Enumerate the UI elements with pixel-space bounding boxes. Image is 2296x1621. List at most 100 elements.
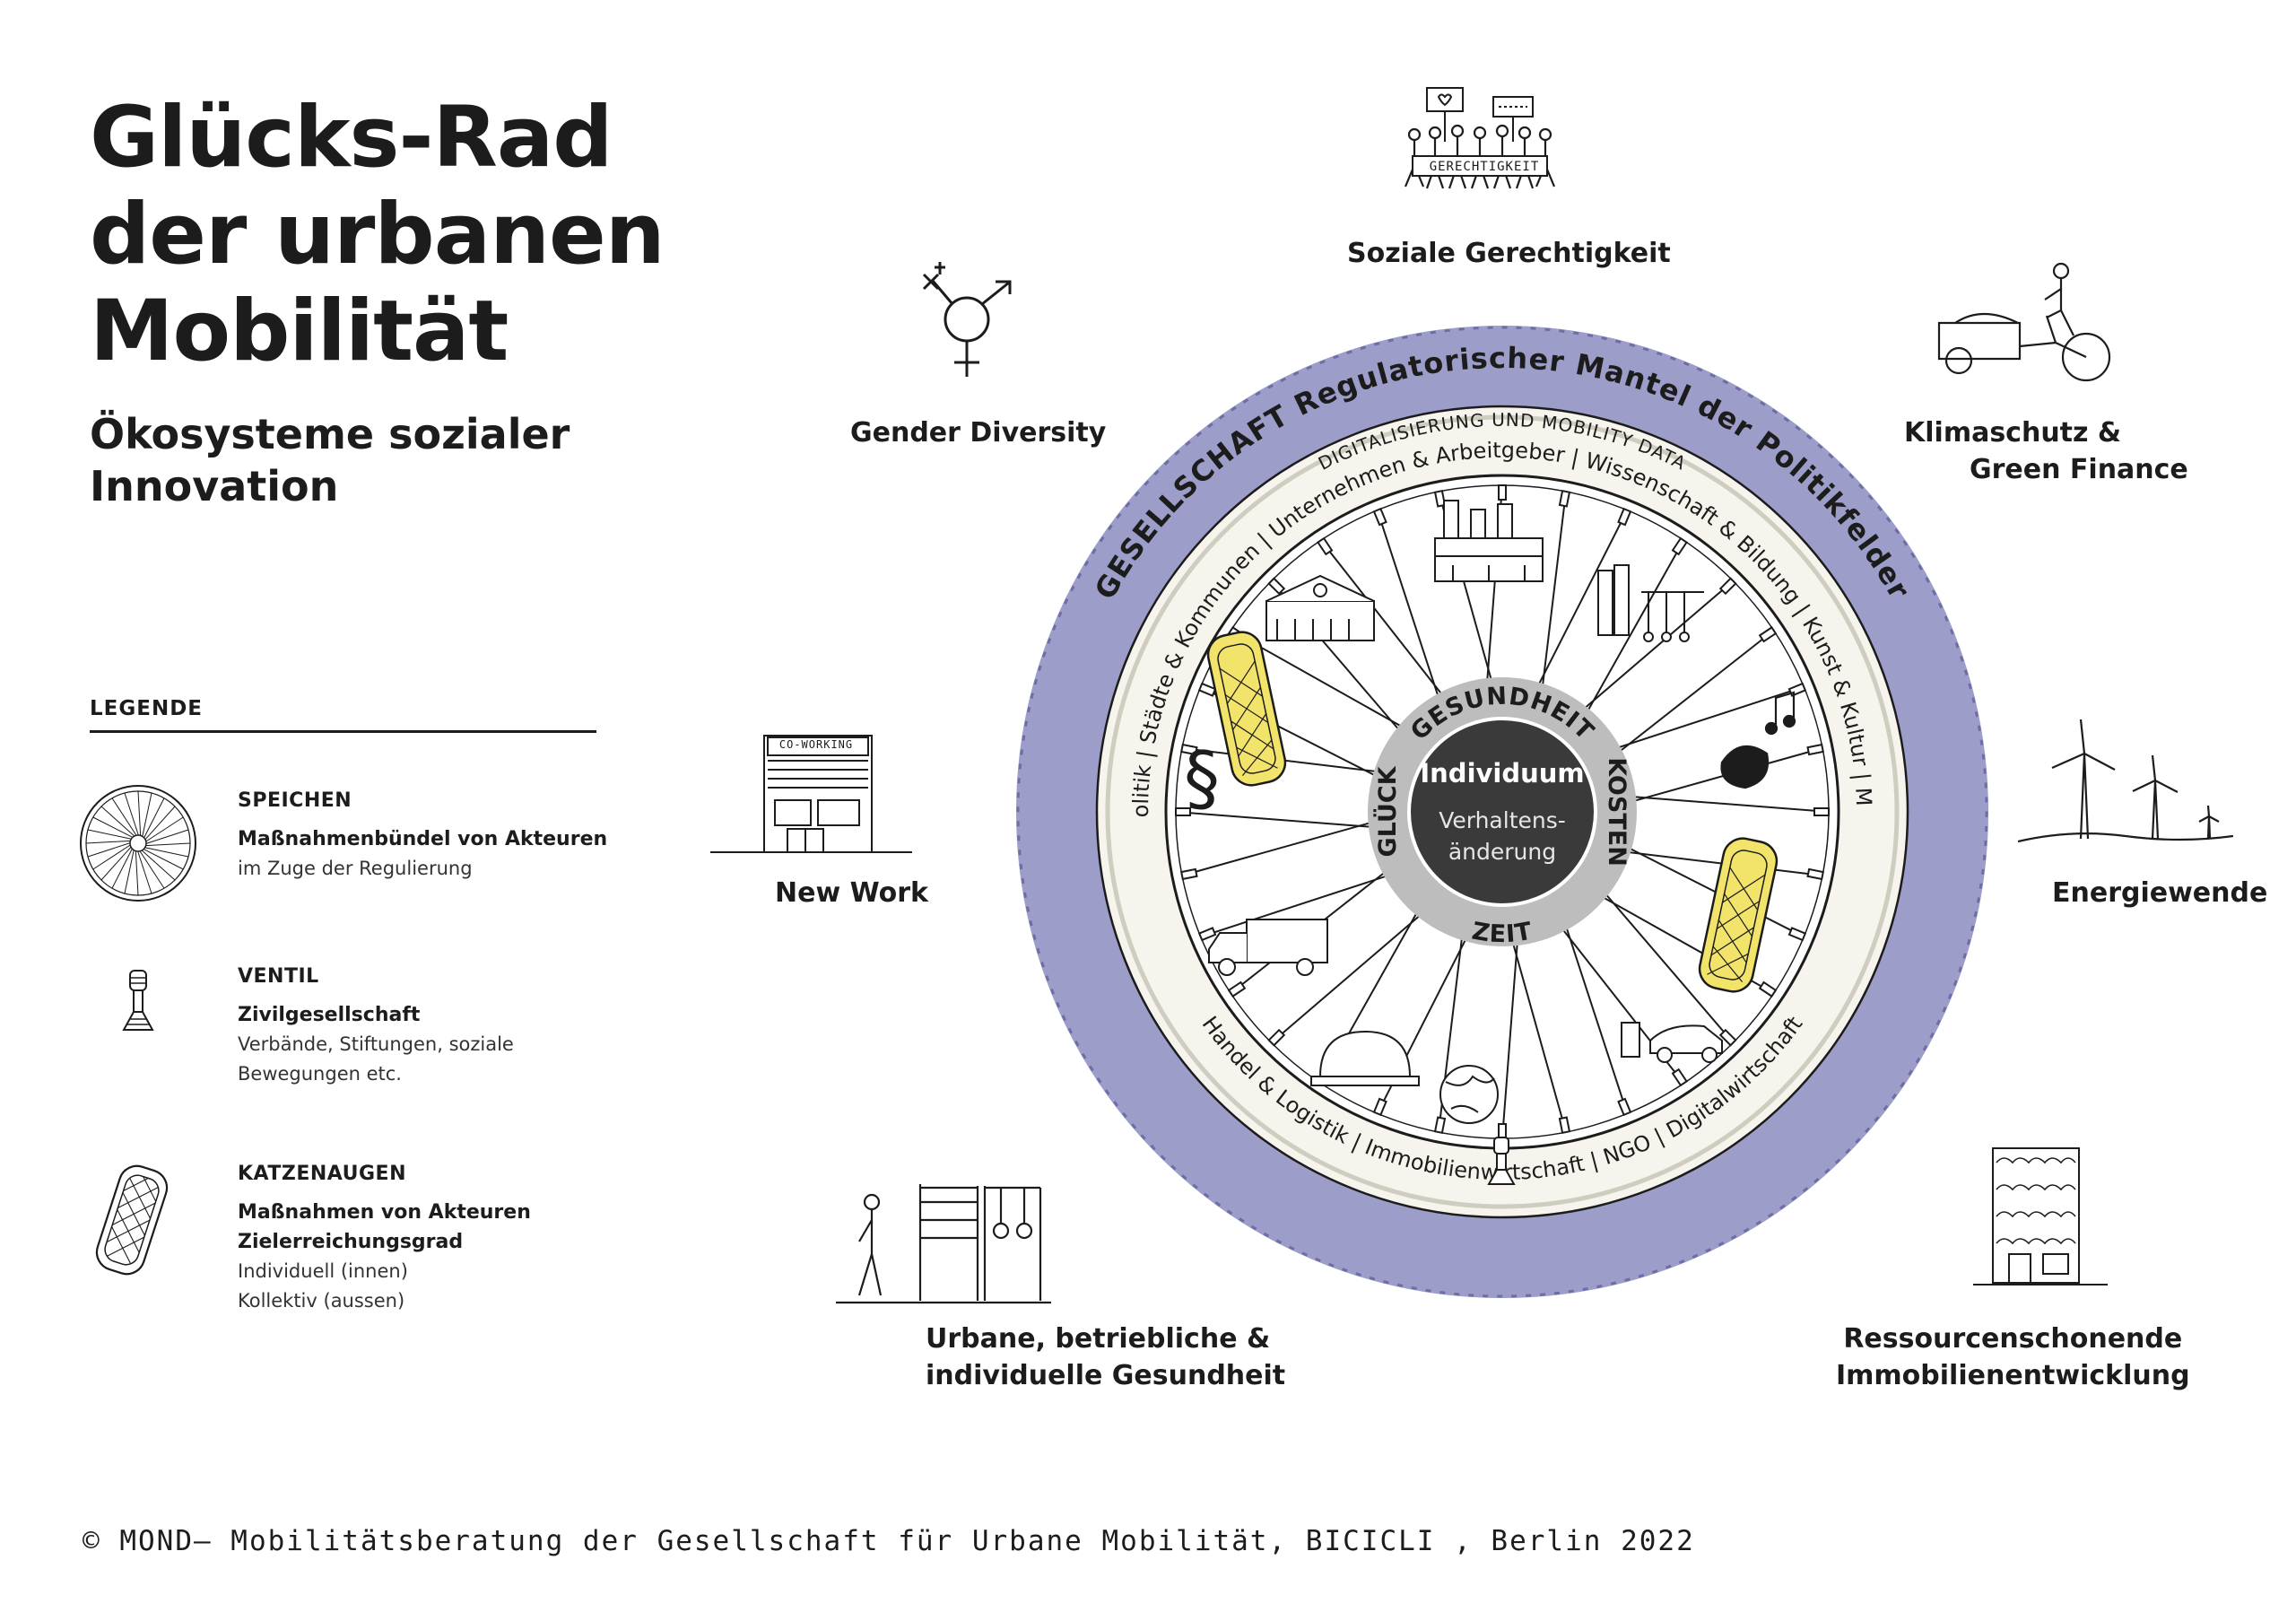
legend-text: im Zuge der Regulierung (238, 858, 473, 879)
spoke (1557, 580, 1735, 732)
legend-item-speichen: SPEICHEN Maßnahmenbündel von Akteuren im… (238, 789, 607, 884)
tire (1016, 326, 1988, 1298)
spoke-nipple (1813, 807, 1830, 816)
hub-bottom-text: ZEIT (1470, 917, 1535, 948)
spoke-nipple (1617, 1097, 1632, 1117)
page-title: Glücks-Rad der urbanen Mobilität (90, 90, 665, 380)
spoke (1230, 629, 1432, 745)
paragraph-symbol: § (1184, 736, 1220, 820)
wheel-icon-spoke (144, 806, 176, 841)
title-line-3: Mobilität (90, 283, 509, 380)
wheel-icon-spoke (135, 850, 139, 896)
wheel-icon-spoke (124, 792, 139, 836)
spoke (1598, 832, 1805, 938)
spoke-nipple (1433, 490, 1447, 508)
legend-item-ventil: VENTIL Zivilgesellschaft Verbände, Stift… (238, 965, 514, 1089)
wheel-icon-spoke (100, 846, 132, 881)
reflector-icon (95, 1164, 169, 1276)
wheel-diagram: GESELLSCHAFT Regulatorischer Mantel der … (987, 296, 1988, 1298)
spoke-nipple (1617, 507, 1632, 527)
spoke-nipple (1498, 1123, 1507, 1139)
spoke-nipple (1267, 577, 1286, 596)
legend-item-katzenaugen: KATZENAUGEN Maßnahmen von Akteuren Ziele… (238, 1163, 531, 1316)
spoke (1582, 867, 1735, 1044)
spoke-nipple (1806, 743, 1824, 756)
spoke-nipple (1197, 927, 1217, 942)
spoke-nipple (1558, 490, 1571, 508)
title-line-2: der urbanen (90, 186, 665, 283)
topic-klimaschutz-line-2: Green Finance (1970, 454, 2188, 485)
legend-text: Kollektiv (aussen) (238, 1290, 405, 1312)
legend-strong: Zivilgesellschaft (238, 1004, 421, 1026)
coworking-building-illustration (710, 735, 912, 853)
footer-copyright: © MOND– Mobilitätsberatung der Gesellsch… (83, 1525, 1695, 1557)
spoke-nipple (1498, 484, 1507, 501)
legend-title: SPEICHEN (238, 789, 352, 812)
wheel-icon-spoke (92, 844, 131, 870)
spoke-nipple (1180, 743, 1198, 756)
gender-symbol-icon (922, 262, 1012, 377)
protest-illustration (1404, 87, 1556, 189)
wheel-icon-spoke (87, 829, 132, 840)
spoke-nipple (1197, 682, 1217, 697)
wheel-icon-spoke (141, 850, 176, 881)
delivery-truck-icon (1208, 919, 1328, 976)
wheel-icon-spoke (87, 842, 131, 858)
spoke (1501, 909, 1521, 1139)
topic-energiewende: Energiewende (2052, 877, 2268, 909)
topic-gesundheit: Urbane, betriebliche & individuelle Gesu… (926, 1320, 1285, 1394)
legend-strong: Maßnahmenbündel von Akteuren (238, 828, 608, 850)
wheel-icon (80, 785, 196, 902)
spoke-nipple (1758, 980, 1778, 998)
spoke-nipple (1671, 1068, 1688, 1087)
spoke (1376, 510, 1450, 729)
spoke (1181, 812, 1405, 876)
cargo-bike-illustration (1937, 262, 2111, 382)
wheel-icon-spoke (144, 797, 165, 839)
spoke-nipple (1806, 867, 1824, 881)
legend-heading: LEGENDE (90, 697, 204, 720)
outdoor-gym-illustration (836, 1184, 1051, 1304)
hub-left-text: GLÜCK (1372, 765, 1402, 857)
spoke (1592, 629, 1775, 774)
spoke-nipple (1372, 507, 1387, 527)
car-charging-icon (1621, 1022, 1723, 1063)
topic-ressourcen-line-1: Ressourcenschonende (1843, 1323, 2183, 1355)
spoke (1175, 811, 1405, 831)
reflector-right (1698, 837, 1779, 993)
topic-klimaschutz-line-1: Klimaschutz & (1904, 417, 2122, 449)
wheel-icon-spoke (139, 850, 165, 889)
spoke (1200, 864, 1420, 938)
spoke (1522, 510, 1629, 716)
tire-tread (1016, 326, 1988, 1298)
globe-icon (1439, 1065, 1499, 1124)
spoke-nipple (1787, 927, 1807, 942)
spoke-nipple (1718, 1028, 1737, 1047)
valve-icon (122, 970, 154, 1031)
legend-divider (90, 730, 596, 733)
spoke (1585, 685, 1805, 760)
spoke (1570, 539, 1685, 742)
wheel-icon-spoke (111, 848, 133, 889)
topic-ressourcen-line-2: Immobilienentwicklung (1836, 1360, 2190, 1391)
wheel-icon-spoke (145, 816, 184, 842)
legend-title: VENTIL (238, 965, 319, 988)
center-title: Individuum (1420, 758, 1584, 789)
topic-soziale-gerechtigkeit: Soziale Gerechtigkeit (1347, 238, 1671, 269)
subtitle-line-1: Ökosysteme sozialer (90, 410, 570, 458)
books-lab-icon (1597, 564, 1704, 642)
hard-hat-icon (1310, 1030, 1420, 1086)
wheel-icon-spoke (145, 829, 189, 844)
legend-strong: Maßnahmen von Akteuren (238, 1201, 531, 1224)
wheel-icon-spoke (142, 792, 152, 837)
wind-turbines-illustration (2018, 719, 2233, 843)
wheel-icon-spoke (137, 850, 152, 894)
page-subtitle: Ökosysteme sozialer Innovation (90, 408, 570, 512)
wheel-icon-spoke (92, 816, 134, 838)
hub-right-text: KOSTEN (1603, 757, 1631, 867)
music-mask-icon (1720, 691, 1796, 789)
center-sub-2: änderung (1448, 839, 1556, 865)
spoke (1594, 847, 1823, 877)
legend-strong-2: Zielerreichungsgrad (238, 1231, 464, 1253)
spoke-nipple (1671, 536, 1688, 556)
